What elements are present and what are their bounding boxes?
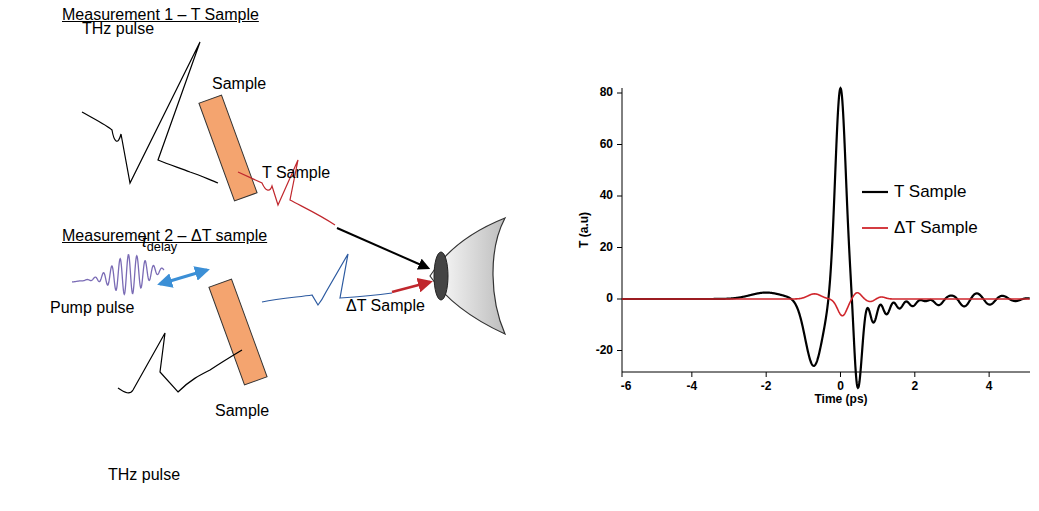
pump-pulse	[72, 255, 164, 294]
tick-label: 0	[837, 380, 844, 394]
tick	[617, 144, 622, 145]
tick-label: -4	[687, 380, 698, 394]
thz-pulse	[118, 333, 242, 393]
tick-label: 80	[600, 86, 613, 100]
tick	[766, 372, 767, 377]
tick-label: -2	[761, 380, 772, 394]
tick-label: 2	[911, 380, 918, 394]
axis-title: Time (ps)	[814, 393, 867, 407]
sample-slab	[199, 95, 257, 201]
sample-slab	[209, 279, 267, 385]
tick-label: 60	[600, 138, 613, 152]
tick-label: 0	[606, 292, 613, 306]
tick-label: -6	[621, 380, 632, 394]
tick	[617, 93, 622, 94]
arrow	[337, 228, 428, 268]
x-axis	[622, 372, 1030, 373]
legend-text: T Sample	[894, 182, 966, 202]
signal-label: T Sample	[262, 164, 330, 182]
tick-label: 4	[986, 380, 993, 394]
delay-arrow	[160, 270, 207, 284]
tick	[840, 372, 841, 377]
tick-label: -20	[596, 344, 613, 358]
tick-label: 20	[600, 241, 613, 255]
legend-sample	[862, 227, 888, 229]
tick	[622, 372, 623, 377]
axis-title: T (a.u)	[578, 212, 592, 248]
component-label: Sample	[215, 402, 269, 420]
y-axis	[622, 88, 623, 372]
tick	[989, 372, 990, 377]
tick	[617, 196, 622, 197]
signal-label: ΔT Sample	[346, 297, 425, 315]
eye	[430, 218, 505, 334]
eye-lens	[434, 252, 448, 300]
tick	[914, 372, 915, 377]
tick-label: 40	[600, 189, 613, 203]
component-label: Pump pulse	[50, 299, 135, 317]
pump-wave	[72, 255, 164, 294]
component-label: THz pulse	[108, 466, 180, 484]
tick	[617, 299, 622, 300]
tick	[691, 372, 692, 377]
legend-text: ΔT Sample	[894, 218, 978, 238]
delay-label: tdelay	[142, 232, 177, 255]
thz-pulse	[82, 42, 218, 183]
component-label: THz pulse	[82, 20, 154, 38]
component-label: Sample	[212, 75, 266, 93]
legend-sample	[862, 191, 888, 193]
transmitted-pulse	[238, 160, 335, 225]
tick	[617, 350, 622, 351]
delta-t-sample-trace	[622, 293, 1030, 316]
arrow	[392, 282, 430, 292]
tick	[617, 247, 622, 248]
t-sample-trace	[622, 88, 1030, 388]
